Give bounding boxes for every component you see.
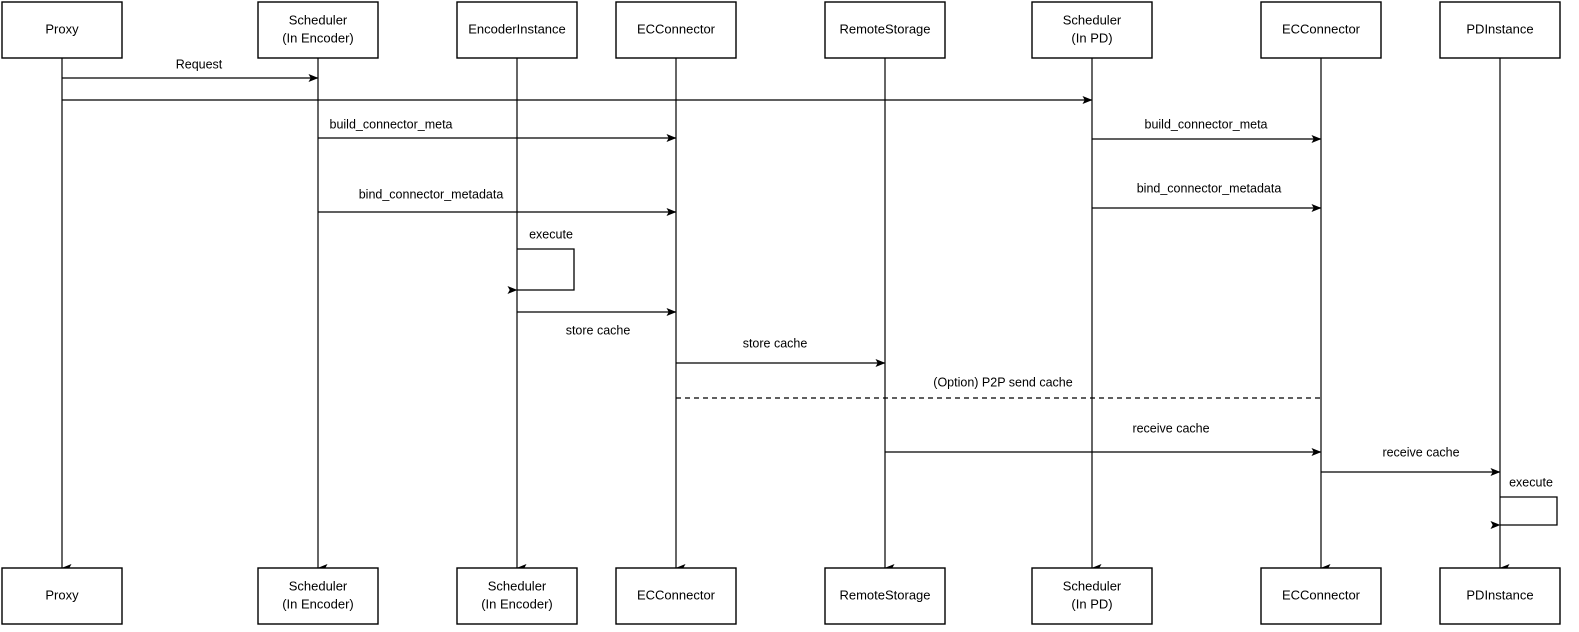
message-label: bind_connector_metadata <box>1137 181 1282 195</box>
participant-label-primary: ECConnector <box>637 21 716 36</box>
participant-box-top-proxy[interactable]: Proxy <box>1 1 123 59</box>
participant-box-top-ecconnector_r[interactable]: ECConnector <box>1260 1 1382 59</box>
participant-label-primary: Proxy <box>45 21 79 36</box>
message-label: receive cache <box>1132 421 1209 435</box>
bottom-participant-boxes-group: Proxy Scheduler (In Encoder) Scheduler (In E… <box>1 567 1561 625</box>
message-m4[interactable]: build_connector_meta <box>1092 117 1322 143</box>
message-m6[interactable]: bind_connector_metadata <box>1092 181 1322 212</box>
message-m8[interactable]: store cache <box>676 336 886 367</box>
participant-box-top-encoder_instance[interactable]: EncoderInstance <box>456 1 578 59</box>
participant-label-primary: Scheduler <box>488 578 547 593</box>
participant-label-primary: ECConnector <box>637 587 716 602</box>
message-label: (Option) P2P send cache <box>933 375 1072 389</box>
participant-label-primary: Proxy <box>45 587 79 602</box>
participant-box-bottom-sched_enc[interactable]: Scheduler (In Encoder) <box>257 567 379 625</box>
participant-box-bottom-ecconnector_l[interactable]: ECConnector <box>615 567 737 625</box>
message-m1[interactable]: Request <box>62 57 319 82</box>
message-label: store cache <box>743 336 808 350</box>
participant-box-bottom-ecconnector_r[interactable]: ECConnector <box>1260 567 1382 625</box>
participant-label-secondary: (In PD) <box>1071 596 1112 611</box>
participant-label-secondary: (In Encoder) <box>282 30 354 45</box>
self-message-label: execute <box>1509 475 1553 489</box>
participant-box-bottom-remote_storage[interactable]: RemoteStorage <box>824 567 946 625</box>
participant-label-primary: Scheduler <box>289 12 348 27</box>
participant-label-secondary: (In Encoder) <box>481 596 553 611</box>
participant-label-primary: ECConnector <box>1282 21 1361 36</box>
message-m3[interactable]: build_connector_meta <box>318 117 677 142</box>
participant-box-top-sched_enc[interactable]: Scheduler (In Encoder) <box>257 1 379 59</box>
participant-label-primary: RemoteStorage <box>839 21 930 36</box>
participant-box-bottom-pd_instance[interactable]: PDInstance <box>1439 567 1561 625</box>
top-participant-boxes-group: Proxy Scheduler (In Encoder) EncoderInstanc… <box>1 1 1561 59</box>
self-message-label: execute <box>529 227 573 241</box>
message-m9[interactable]: (Option) P2P send cache <box>676 375 1321 399</box>
participant-label-primary: Scheduler <box>1063 578 1122 593</box>
participant-box-top-ecconnector_l[interactable]: ECConnector <box>615 1 737 59</box>
participant-box-top-remote_storage[interactable]: RemoteStorage <box>824 1 946 59</box>
participant-label-primary: Scheduler <box>289 578 348 593</box>
message-label: Request <box>176 57 223 71</box>
message-m10[interactable]: receive cache <box>885 421 1322 456</box>
lifeline-lines-group <box>61 58 1510 572</box>
message-m5[interactable]: bind_connector_metadata <box>318 187 677 216</box>
participant-label-secondary: (In PD) <box>1071 30 1112 45</box>
messages-group: Request build_connector_meta build_connect… <box>62 57 1501 476</box>
self-message-s2[interactable]: execute <box>1490 475 1558 529</box>
participant-label-primary: PDInstance <box>1466 587 1533 602</box>
message-label: store cache <box>566 323 631 337</box>
participant-box-top-pd_instance[interactable]: PDInstance <box>1439 1 1561 59</box>
message-label: build_connector_meta <box>330 117 453 131</box>
message-label: receive cache <box>1382 445 1459 459</box>
participant-label-primary: PDInstance <box>1466 21 1533 36</box>
message-label: build_connector_meta <box>1145 117 1268 131</box>
participant-label-primary: ECConnector <box>1282 587 1361 602</box>
participant-label-secondary: (In Encoder) <box>282 596 354 611</box>
participant-label-primary: RemoteStorage <box>839 587 930 602</box>
message-m11[interactable]: receive cache <box>1321 445 1501 476</box>
participant-label-primary: EncoderInstance <box>468 21 566 36</box>
self-message-loop <box>507 248 575 294</box>
message-m7[interactable]: store cache <box>517 308 677 337</box>
participant-box-bottom-encoder_instance[interactable]: Scheduler (In Encoder) <box>456 567 578 625</box>
self-message-loop <box>1490 496 1558 529</box>
message-label: bind_connector_metadata <box>359 187 504 201</box>
participant-label-primary: Scheduler <box>1063 12 1122 27</box>
self-message-s1[interactable]: execute <box>507 227 575 294</box>
participant-box-bottom-proxy[interactable]: Proxy <box>1 567 123 625</box>
participant-box-bottom-sched_pd[interactable]: Scheduler (In PD) <box>1031 567 1153 625</box>
self-messages-group: execute execute <box>507 227 1558 529</box>
participant-box-top-sched_pd[interactable]: Scheduler (In PD) <box>1031 1 1153 59</box>
